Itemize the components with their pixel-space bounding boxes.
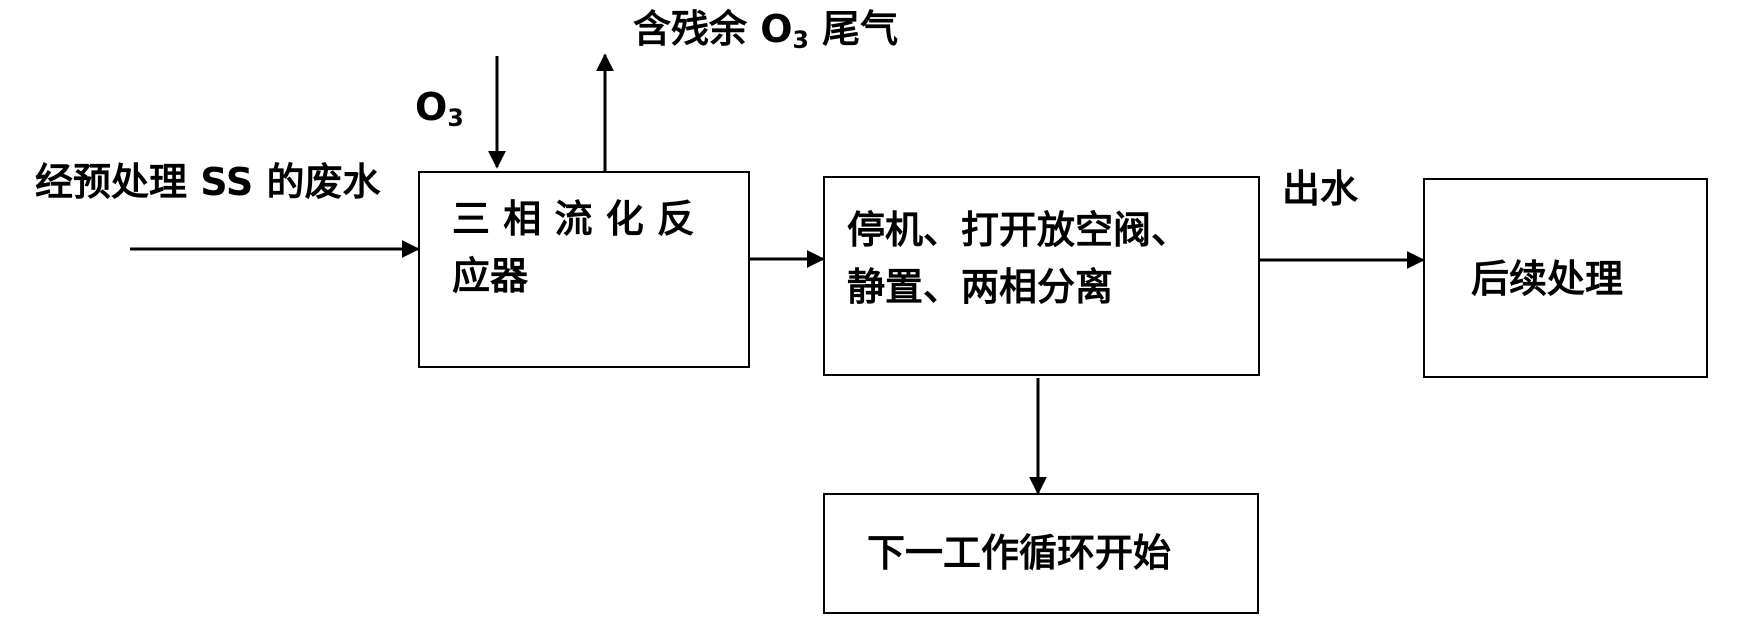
- ozone-label-prefix: O: [415, 85, 448, 129]
- reactor-box-line-1: 三 相 流 化 反: [452, 197, 695, 241]
- separation-box-line-1: 停机、打开放空阀、: [847, 208, 1190, 252]
- separation-box-text: 停机、打开放空阀、 静置、两相分离: [847, 202, 1189, 316]
- separation-box-line-2: 静置、两相分离: [847, 265, 1114, 309]
- effluent-label: 出水: [1282, 167, 1359, 211]
- next-cycle-box-text: 下一工作循环开始: [867, 531, 1172, 575]
- post-treatment-box-text: 后续处理: [1471, 257, 1624, 301]
- reactor-box-line-2: 应器: [452, 254, 529, 298]
- wastewater-input-label: 经预处理 SS 的废水: [35, 160, 381, 204]
- next-cycle-box: 下一工作循环开始: [823, 493, 1259, 614]
- reactor-box: 三 相 流 化 反 应器: [418, 171, 750, 368]
- separation-box: 停机、打开放空阀、 静置、两相分离: [823, 176, 1260, 376]
- ozone-label: O3: [415, 85, 464, 130]
- exhaust-gas-label: 含残余 O3 尾气: [633, 7, 899, 52]
- reactor-box-text: 三 相 流 化 反 应器: [452, 191, 695, 305]
- exhaust-gas-label-prefix: 含残余 O: [633, 7, 793, 51]
- exhaust-gas-label-subscript: 3: [792, 25, 809, 54]
- ozone-label-subscript: 3: [447, 103, 464, 132]
- exhaust-gas-label-suffix: 尾气: [822, 7, 899, 51]
- post-treatment-box: 后续处理: [1423, 178, 1708, 378]
